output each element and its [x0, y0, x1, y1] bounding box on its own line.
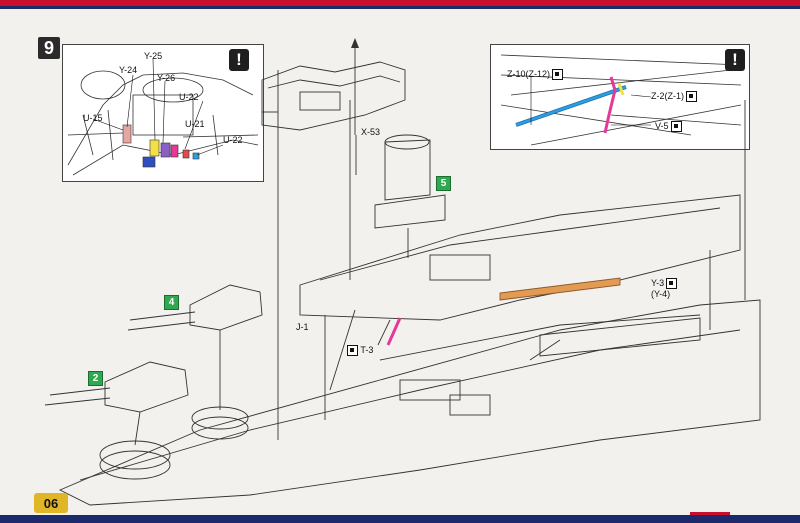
part-label-x53: X-53	[361, 127, 381, 137]
sprue-icon	[686, 91, 697, 103]
part-label-u22-upper: U-22	[179, 92, 199, 102]
step-number: 9	[38, 37, 60, 59]
part-label-z10: Z-10(Z-12)	[507, 69, 564, 81]
header-navy-band	[0, 6, 800, 9]
footer-navy-band	[0, 515, 800, 523]
sprue-icon	[552, 69, 564, 81]
part-label-y26: Y-26	[157, 73, 176, 83]
caution-icon: !	[725, 49, 745, 71]
part-label-v5: V-5	[655, 121, 682, 133]
detail-inset-right: ! Z-10(Z-12) Z-2(Z-1) V-5	[490, 44, 750, 150]
part-label-j1: J-1	[296, 322, 309, 332]
left-inset-drawing	[67, 58, 259, 176]
footer-red-accent	[690, 512, 730, 515]
sprue-icon	[666, 278, 678, 290]
part-label-u21: U-21	[185, 119, 205, 129]
part-label-u22-lower: U-22	[223, 135, 243, 145]
subassembly-badge-4: 4	[164, 295, 179, 310]
part-label-y4: (Y-4)	[651, 289, 671, 299]
detail-inset-left: ! Y-25 Y-24 Y-26 U-22 U-21 U-15 U-22	[62, 44, 264, 182]
subassembly-badge-2: 2	[88, 371, 103, 386]
part-label-y24: Y-24	[119, 65, 138, 75]
page-number: 06	[34, 493, 68, 513]
right-inset-drawing	[500, 54, 742, 146]
sprue-icon	[347, 345, 358, 357]
part-label-z2: Z-2(Z-1)	[651, 91, 697, 103]
header-red-band	[0, 0, 800, 6]
part-label-y25: Y-25	[144, 51, 163, 61]
part-label-u15: U-15	[83, 113, 103, 123]
subassembly-badge-5: 5	[436, 176, 451, 191]
part-label-t3: T-3	[345, 345, 373, 357]
sprue-icon	[670, 121, 682, 133]
part-label-y3: Y-3	[651, 278, 678, 290]
caution-icon: !	[229, 49, 249, 71]
